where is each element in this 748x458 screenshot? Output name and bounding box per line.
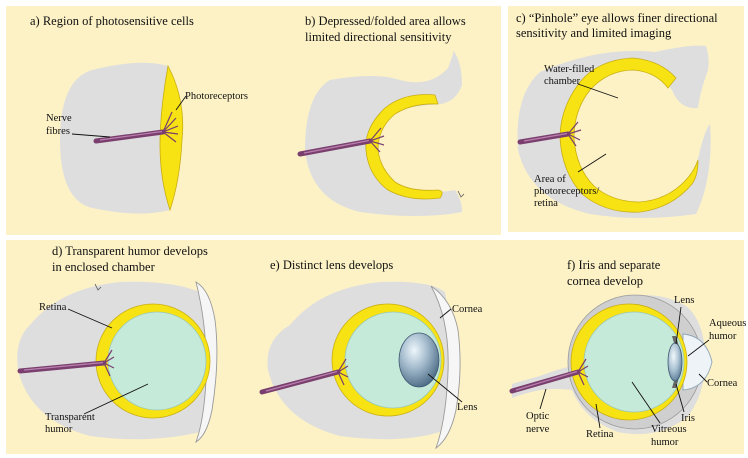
- label-optic-line2: nerve: [526, 424, 550, 435]
- panel-d-title-line1: d) Transparent humor develops: [52, 244, 208, 258]
- label-transparent-line1: Transparent: [45, 412, 95, 423]
- lens-icon: [668, 343, 682, 381]
- label-cornea: Cornea: [452, 304, 483, 315]
- label-lens: Lens: [674, 295, 694, 306]
- label-iris: Iris: [681, 413, 695, 424]
- label-transparent-line2: humor: [45, 424, 73, 435]
- label-aqueous-line1: Aqueous: [709, 318, 746, 329]
- panel-d-title-line2: in enclosed chamber: [52, 260, 156, 274]
- panel-c-title-line2: sensitivity and limited imaging: [516, 26, 672, 40]
- label-vitreous-line2: humor: [651, 437, 679, 448]
- label-water-filled-line1: Water-filled: [544, 64, 595, 75]
- panel-b-title-line2: limited directional sensitivity: [305, 30, 452, 44]
- label-area-line2: photoreceptors/: [534, 186, 599, 197]
- label-area-line1: Area of: [534, 174, 566, 185]
- label-retina: Retina: [586, 429, 614, 440]
- lens-icon: [399, 333, 439, 387]
- humor-icon: [108, 312, 206, 410]
- panel-f-title-line1: f) Iris and separate: [567, 258, 661, 272]
- panel-a-title: a) Region of photosensitive cells: [30, 14, 194, 28]
- label-optic-line1: Optic: [526, 411, 550, 422]
- label-nerve-fibres-line2: fibres: [46, 126, 70, 137]
- label-retina: Retina: [39, 302, 67, 313]
- label-nerve-fibres-line1: Nerve: [46, 113, 72, 124]
- panel-e-title: e) Distinct lens develops: [270, 258, 393, 272]
- panel-c-title-line1: c) “Pinhole” eye allows finer directiona…: [516, 11, 718, 25]
- label-cornea: Cornea: [707, 378, 738, 389]
- label-water-filled-line2: chamber: [544, 76, 581, 87]
- label-vitreous-line1: Vitreous: [651, 424, 687, 435]
- label-area-line3: retina: [534, 198, 558, 209]
- label-photoreceptors: Photoreceptors: [185, 91, 248, 102]
- label-lens: Lens: [457, 402, 477, 413]
- panel-b-title-line1: b) Depressed/folded area allows: [305, 14, 466, 28]
- panel-f-title-line2: cornea develop: [567, 274, 643, 288]
- label-aqueous-line2: humor: [709, 331, 737, 342]
